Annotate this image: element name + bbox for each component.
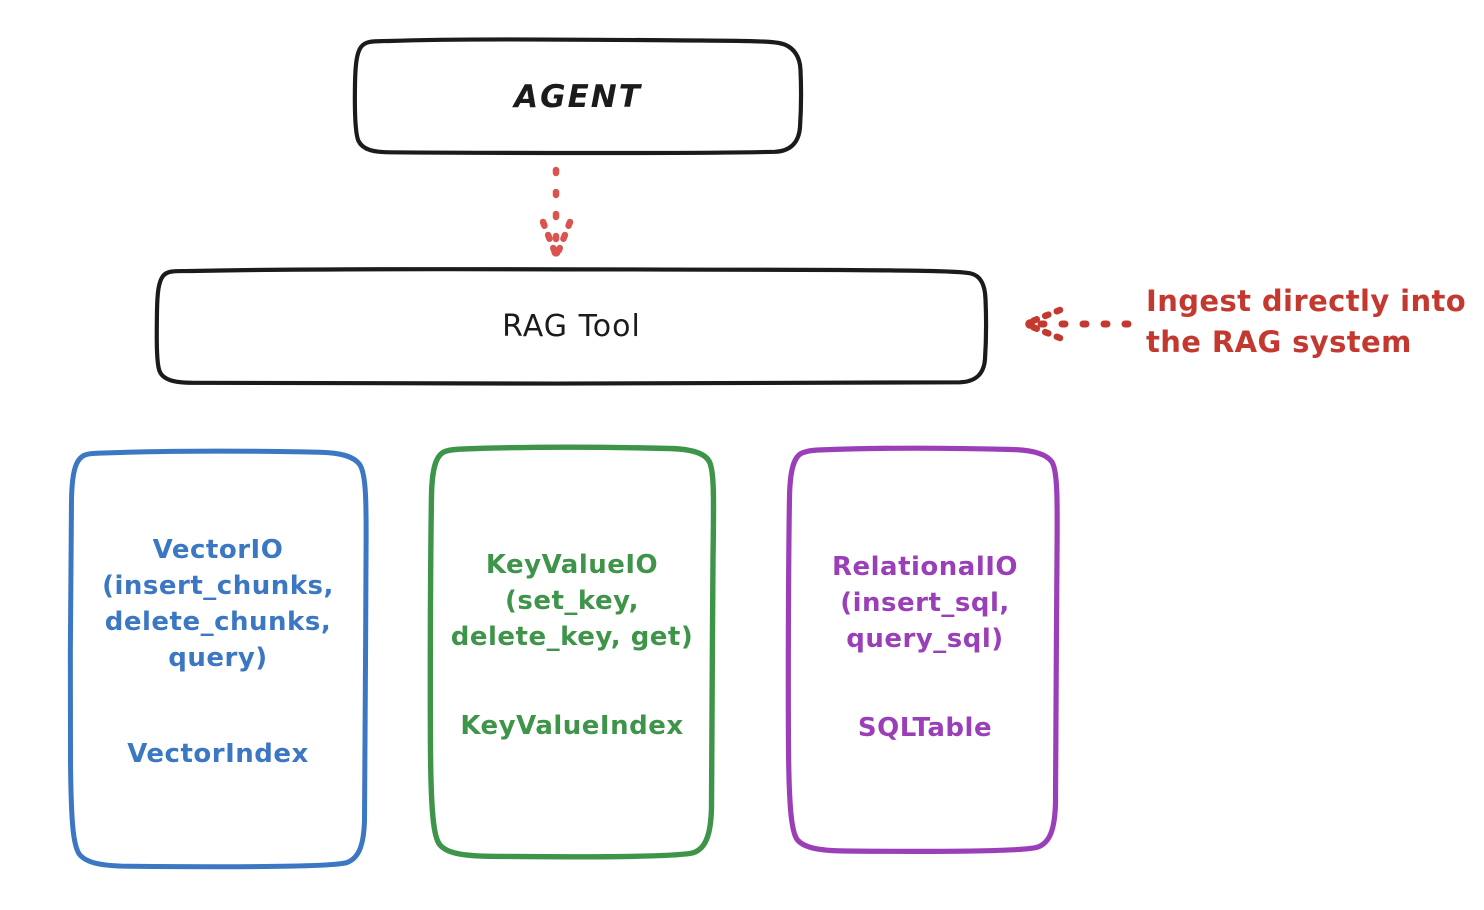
relational-io-box[interactable] (785, 445, 1060, 854)
vector-io-box[interactable] (67, 448, 369, 870)
ingest-annotation-arrow (1025, 306, 1132, 342)
key-value-io-box[interactable] (427, 444, 717, 860)
agent-to-rag-connector (539, 166, 574, 257)
rag-tool-box[interactable] (154, 267, 989, 386)
agent-box[interactable] (352, 37, 804, 156)
